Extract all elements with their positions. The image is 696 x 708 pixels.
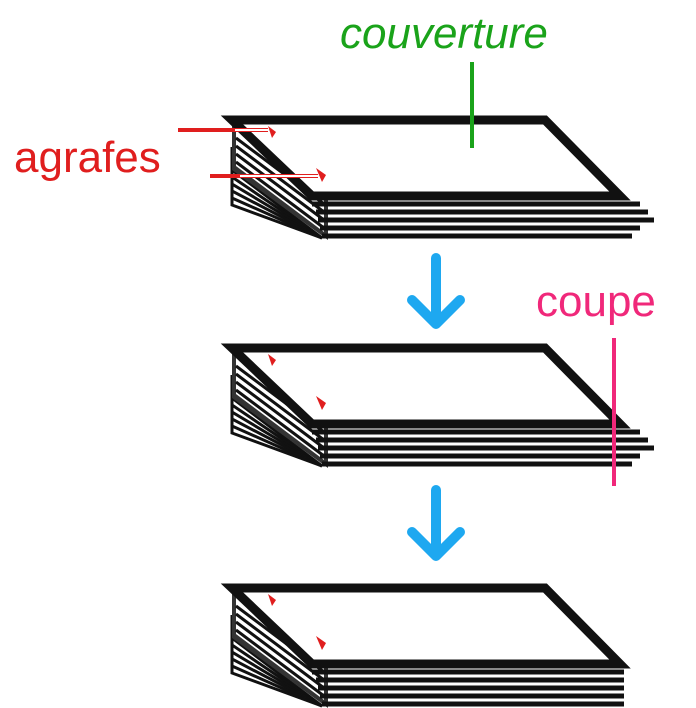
cover-label: couverture <box>340 9 548 58</box>
down-arrow-icon <box>412 490 460 556</box>
step-2-booklet-with-cut <box>232 348 654 468</box>
down-arrow-icon <box>412 258 460 324</box>
step-3-trimmed-booklet <box>232 588 624 708</box>
staples-label: agrafes <box>14 133 161 182</box>
step-1-stapled-booklet <box>178 62 654 240</box>
cut-label: coupe <box>536 277 656 326</box>
